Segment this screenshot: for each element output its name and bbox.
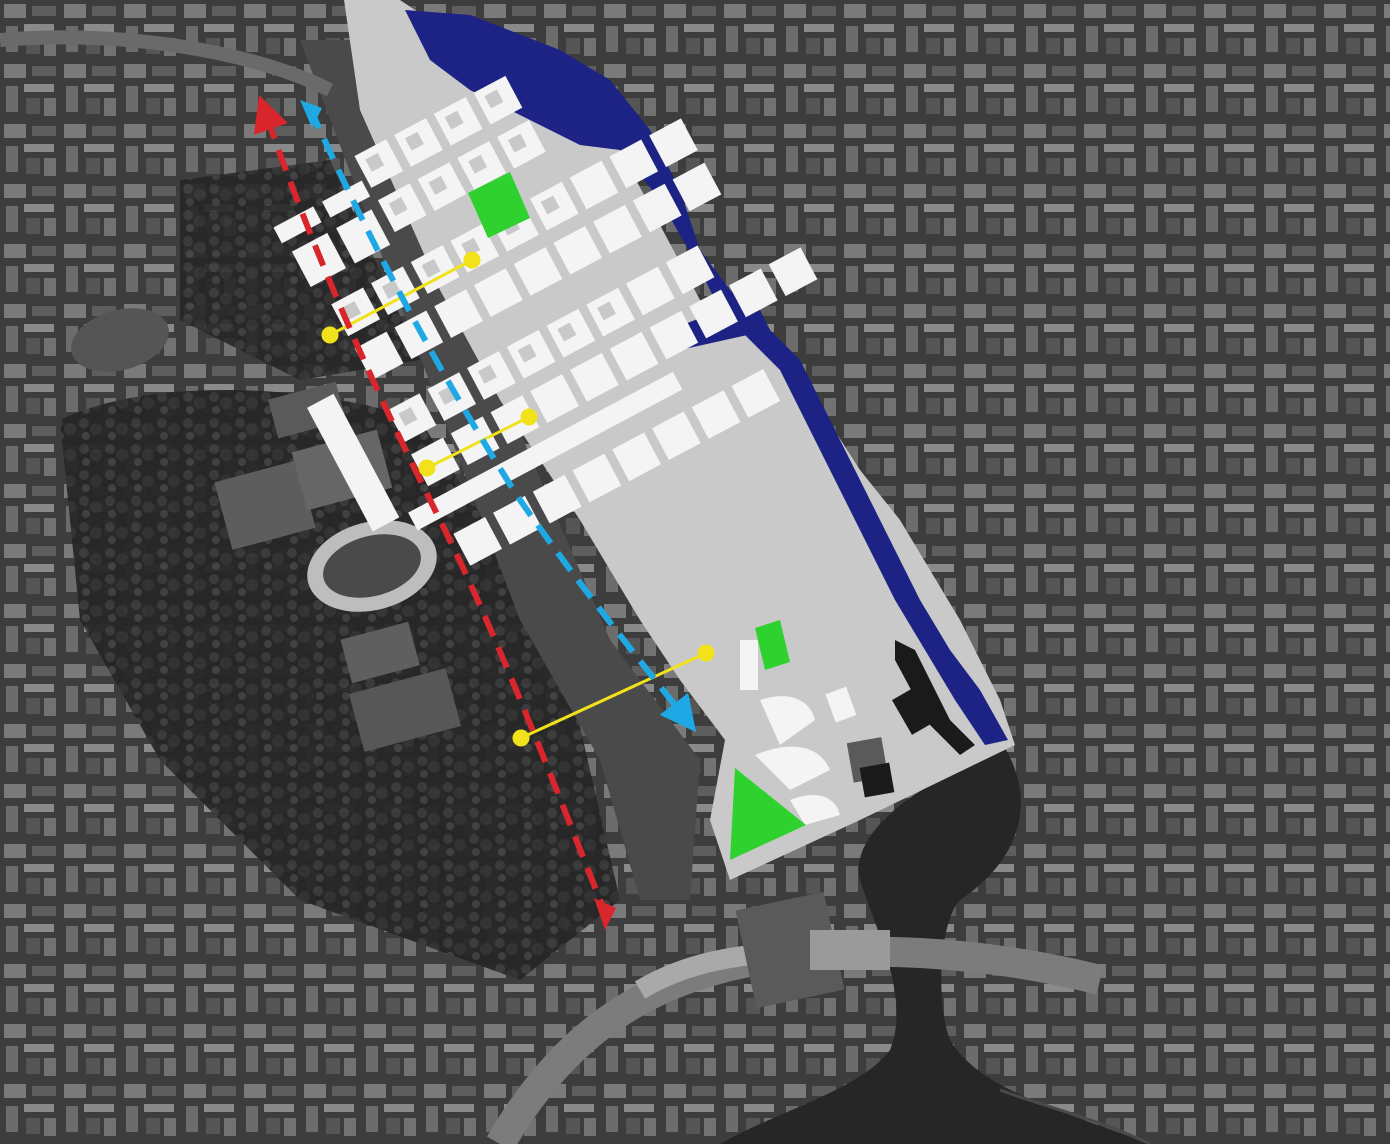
arrow-up-blue-icon: [300, 100, 322, 128]
bridge-deck: [810, 930, 890, 970]
south-buildings: [740, 640, 857, 825]
sports-field: [348, 668, 462, 752]
arrow-down-red-icon: [594, 898, 616, 930]
green-space: [468, 172, 530, 238]
sports-track: [71, 308, 169, 372]
river-bend: [999, 1088, 1151, 1144]
stadium-pitch: [323, 534, 421, 598]
courtyards: [342, 89, 617, 426]
green-space: [730, 768, 806, 860]
bridge-tower: [735, 891, 845, 1009]
railway-track: [0, 30, 334, 97]
sports-field: [214, 460, 316, 550]
existing-buildings-dark: [846, 640, 975, 798]
sports-field: [340, 621, 420, 684]
route-blue: [307, 106, 697, 733]
route-red: [253, 95, 611, 922]
water-channel: [745, 320, 1008, 745]
green-space: [755, 620, 790, 670]
